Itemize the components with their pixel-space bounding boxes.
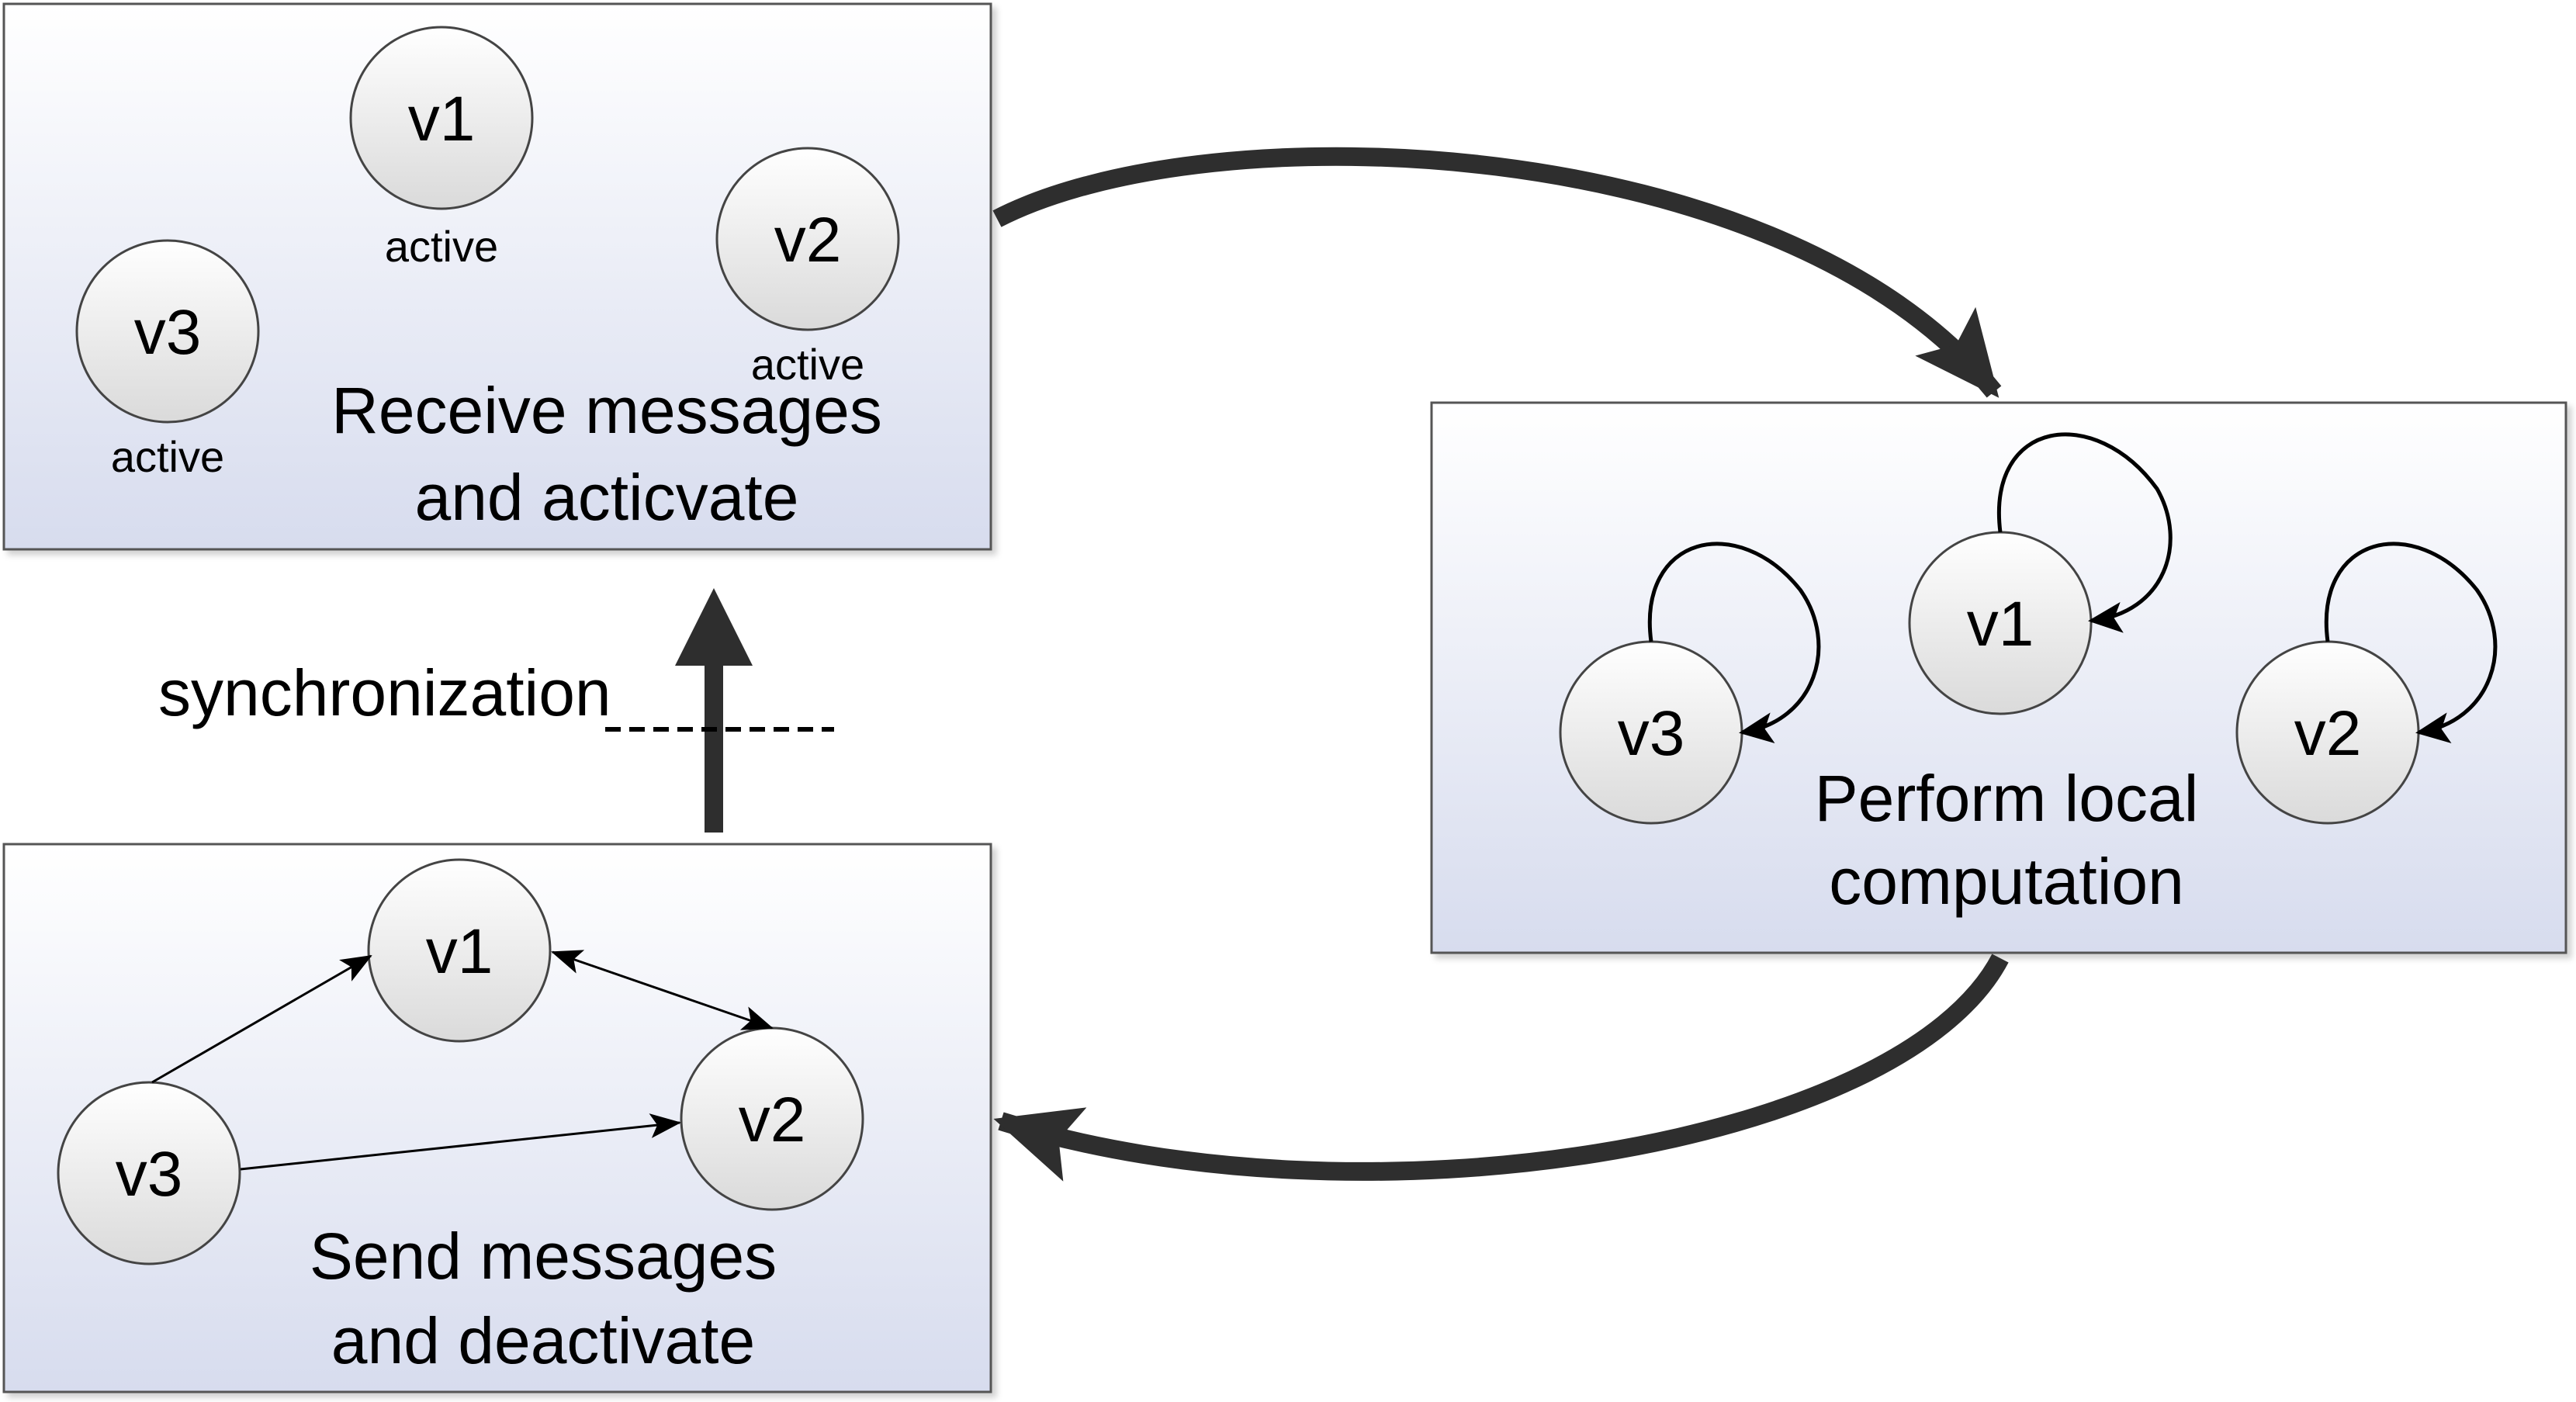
node-label: v3 <box>1618 698 1685 769</box>
node-label: v2 <box>2294 698 2362 769</box>
send-node-v1: v1 <box>367 858 552 1043</box>
status-label-v3: active <box>111 432 224 481</box>
arrow-send-to-receive-head <box>675 588 753 666</box>
compute-caption-line1: Perform local <box>1815 762 2199 835</box>
send-caption-line1: Send messages <box>310 1220 777 1293</box>
node-label: v1 <box>426 916 493 987</box>
receive-caption-line1: Receive messages <box>331 374 882 447</box>
receive-node-v2: v2 <box>715 147 900 331</box>
send-node-v3: v3 <box>57 1081 241 1265</box>
status-label-v1: active <box>385 222 498 271</box>
compute-node-v1: v1 <box>1908 531 2093 715</box>
arrow-compute-to-send <box>993 954 2009 1182</box>
node-label: v3 <box>134 297 202 368</box>
compute-panel: v1 v3 v2 Perform local computation <box>1430 401 2567 954</box>
self-loop-v3 <box>1647 542 1821 743</box>
self-loop-v1 <box>1996 432 2173 633</box>
receive-node-v1: v1 <box>349 26 534 210</box>
receive-caption-line2: and acticvate <box>415 461 799 534</box>
node-label: v3 <box>116 1139 183 1210</box>
self-loop-v2 <box>2324 542 2498 743</box>
node-label: v2 <box>739 1085 806 1155</box>
send-panel: v1 v2 v3 Send messages and deactivate <box>2 843 992 1393</box>
status-label-v2: active <box>751 340 864 389</box>
send-caption-line2: and deactivate <box>331 1304 755 1377</box>
edge-v1-v2-bidirectional <box>551 950 774 1030</box>
compute-node-v2: v2 <box>2235 640 2420 825</box>
node-label: v1 <box>1967 589 2034 659</box>
edge-v3-to-v2 <box>240 1113 681 1171</box>
compute-caption-line2: computation <box>1829 845 2184 918</box>
node-label: v2 <box>774 205 842 275</box>
edge-v3-to-v1 <box>151 954 372 1084</box>
sync-label: synchronization <box>158 656 611 729</box>
arrow-receive-to-compute <box>992 147 2002 398</box>
compute-node-v3: v3 <box>1559 640 1743 825</box>
node-label: v1 <box>408 84 476 154</box>
synchronization-barrier: synchronization <box>158 588 834 833</box>
send-node-v2: v2 <box>680 1026 864 1211</box>
receive-panel: v1 active v2 active v3 active Receive me… <box>2 2 992 551</box>
receive-node-v3: v3 <box>75 239 260 424</box>
